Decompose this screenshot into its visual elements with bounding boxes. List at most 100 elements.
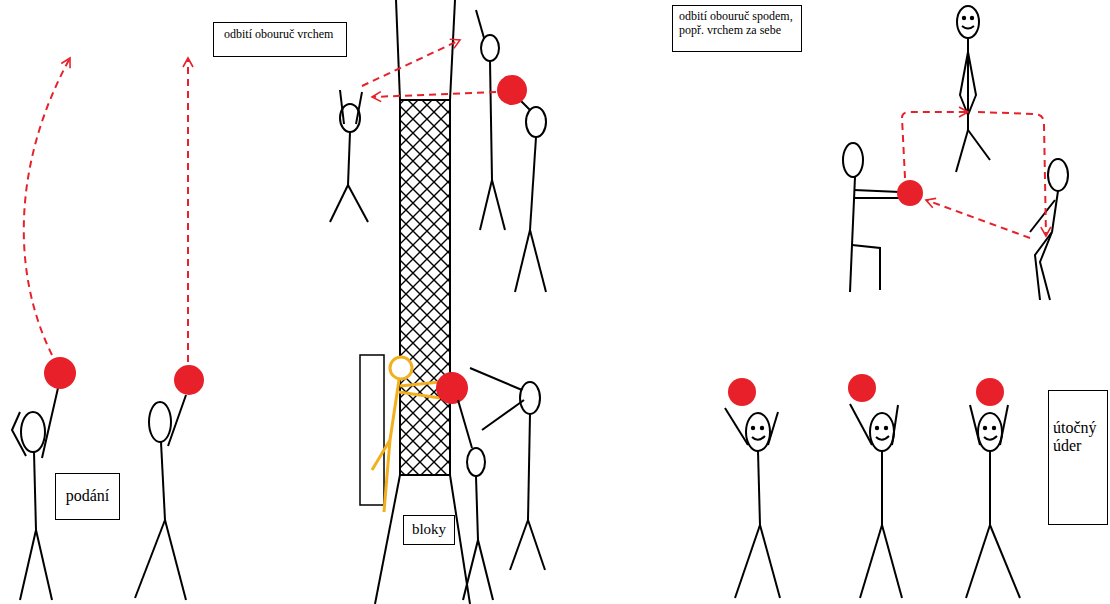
player-figure (968, 52, 976, 115)
node-label: odbití obouruč spodem, popř. vrchem za s… (679, 10, 795, 38)
net (375, 0, 470, 604)
player-figure (330, 10, 546, 292)
player-figure (870, 413, 894, 451)
ball (728, 378, 756, 406)
ball-trajectory (926, 200, 1030, 238)
player-figure (752, 436, 765, 440)
player-figure (882, 525, 902, 598)
net (449, 100, 451, 475)
player-figure (725, 404, 1020, 598)
player-figure (854, 197, 900, 199)
serve-figure (12, 412, 26, 456)
ball-trajectory (187, 58, 189, 362)
ball (44, 357, 204, 395)
ball-trajectory (902, 112, 1046, 238)
net (396, 0, 400, 100)
node-label: podání (62, 487, 113, 505)
ball (497, 75, 527, 105)
player-figure (852, 245, 880, 290)
player-figure (458, 400, 472, 448)
serve-figure (12, 388, 186, 600)
block-board (360, 355, 384, 505)
player-figure (330, 185, 348, 222)
serve-figure (36, 530, 52, 600)
player-figure (990, 525, 1020, 598)
serve-figure (149, 402, 171, 442)
player-figure (528, 520, 545, 570)
player-figure (989, 451, 991, 525)
player-figure (340, 90, 344, 124)
ball-trajectory (362, 40, 460, 86)
ball (848, 374, 876, 402)
player-figure (478, 540, 493, 600)
player-figure (854, 190, 900, 192)
player-figure (467, 448, 485, 476)
player-figure (348, 132, 350, 185)
ball (436, 372, 468, 404)
player-figure (735, 525, 760, 598)
player-figure (758, 451, 760, 525)
blocker-figure (390, 357, 412, 379)
node-label: odbití obouruč vrchem (224, 28, 336, 42)
player-figure (482, 400, 524, 430)
player-figure (530, 137, 536, 230)
player-figure (876, 436, 889, 440)
player-figure (843, 143, 863, 177)
player-figure (971, 17, 973, 19)
net (399, 100, 401, 475)
label-box: podání (55, 473, 120, 520)
player-figure (1000, 405, 1008, 445)
serve-figure (42, 388, 58, 458)
player-figure (876, 427, 878, 429)
player-figure (967, 38, 969, 130)
net (450, 0, 455, 100)
serve-figure (21, 412, 45, 452)
player-figure (356, 92, 362, 124)
serve-figure (161, 442, 165, 520)
player-figure (476, 10, 484, 38)
ball (44, 357, 76, 389)
serve-figure (20, 530, 36, 600)
ball-trajectory (362, 40, 496, 97)
player-figure (957, 6, 979, 38)
player-figure (978, 413, 1002, 451)
serve-figure (168, 395, 186, 446)
player-figure (526, 107, 546, 137)
player-figure (768, 412, 778, 445)
blocker-figure (384, 440, 390, 512)
player-figure (993, 427, 995, 429)
ball (976, 378, 1004, 406)
player-figure (1048, 159, 1068, 191)
player-figure (984, 436, 997, 440)
player-figure (1040, 232, 1052, 300)
ball (897, 180, 923, 206)
ball-trajectory (24, 58, 70, 355)
blocker-figure (390, 380, 399, 440)
blocker-figure (372, 357, 440, 512)
serve-figure (165, 520, 186, 600)
player-figure (843, 6, 1068, 300)
player-figure (515, 230, 530, 292)
player-figure (963, 17, 965, 19)
player-figure (966, 525, 990, 598)
ball (728, 374, 1004, 406)
player-figure (850, 404, 872, 445)
player-figure (970, 405, 980, 445)
block-board (360, 355, 384, 505)
player-figure (752, 427, 754, 429)
ball (497, 75, 527, 105)
player-figure (860, 525, 882, 598)
player-figure (528, 414, 530, 520)
player-figure (956, 130, 968, 172)
player-figure (1030, 200, 1055, 232)
ball-trajectory (24, 58, 188, 362)
player-figure (881, 451, 883, 525)
ball (897, 180, 923, 206)
node-label: útočný úder (1053, 419, 1103, 456)
player-figure (968, 130, 990, 160)
ball-trajectory (902, 112, 968, 178)
serve-figure (34, 452, 36, 530)
